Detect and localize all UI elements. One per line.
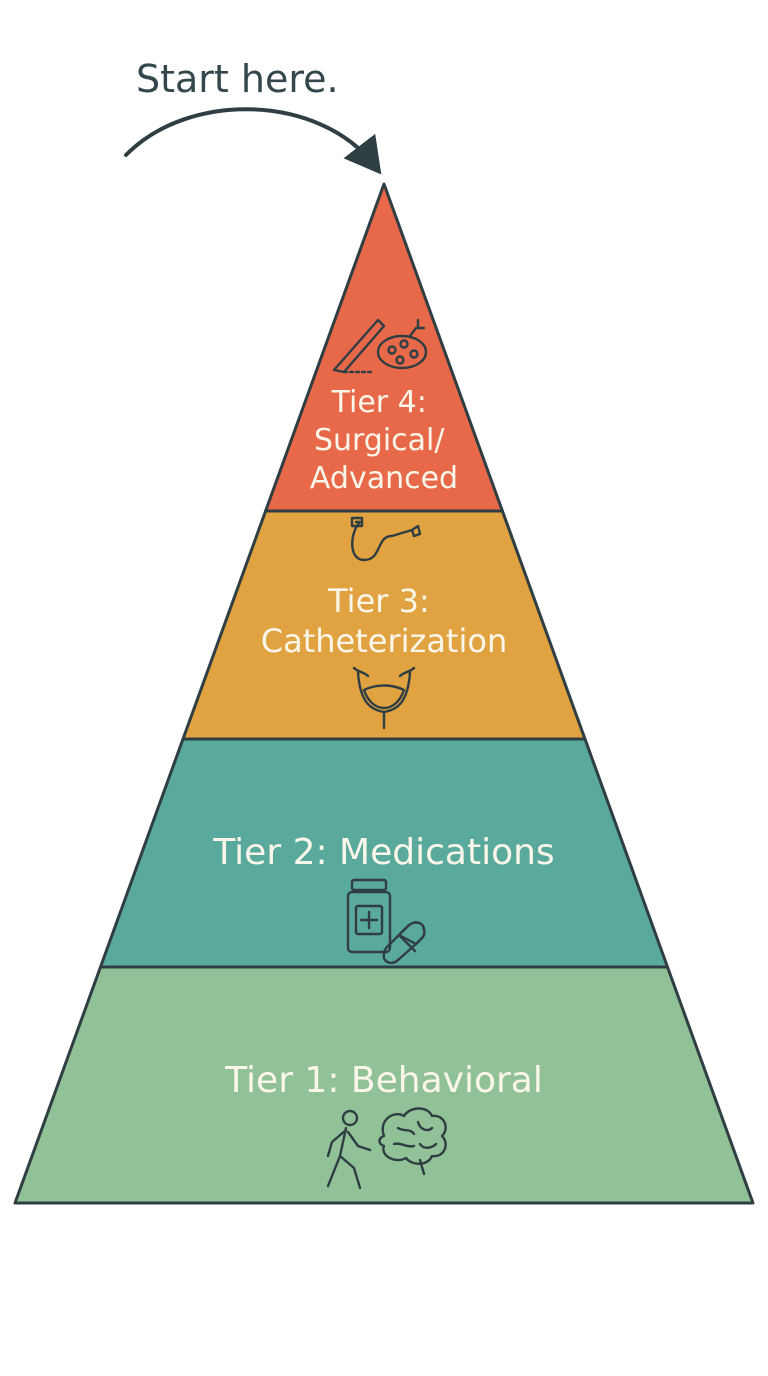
catheter-icon: [350, 516, 422, 562]
tier-4-line-2: Surgical/: [314, 423, 445, 458]
tier-4-label: Tier 4: Surgical/ Advanced: [310, 385, 458, 496]
tier-1-line-1: Tier 1: Behavioral: [224, 1060, 543, 1101]
medicine-bottle-icon: [346, 878, 392, 954]
brain-icon: [378, 1107, 447, 1176]
tier-1-band: [13, 965, 755, 1205]
scalpel-icon: [332, 318, 386, 374]
tier-3-label: Tier 3: Catheterization: [261, 582, 507, 660]
tier-4-line-1: Tier 4:: [331, 385, 427, 420]
tier-3-line-1: Tier 3:: [327, 582, 430, 620]
tier-1-label: Tier 1: Behavioral: [224, 1060, 543, 1101]
tier-2-line-1: Tier 2: Medications: [212, 832, 554, 873]
start-here-label: Start here.: [136, 57, 339, 101]
tier-4-line-3: Advanced: [310, 461, 458, 496]
pill-capsule-icon: [382, 921, 426, 965]
tier-3-line-2: Catheterization: [261, 622, 507, 660]
tier-2-label: Tier 2: Medications: [212, 832, 554, 873]
walking-person-icon: [326, 1109, 372, 1190]
surgical-light-icon: [376, 318, 428, 370]
curved-arrow-icon: [124, 107, 382, 175]
bladder-icon: [352, 666, 416, 730]
